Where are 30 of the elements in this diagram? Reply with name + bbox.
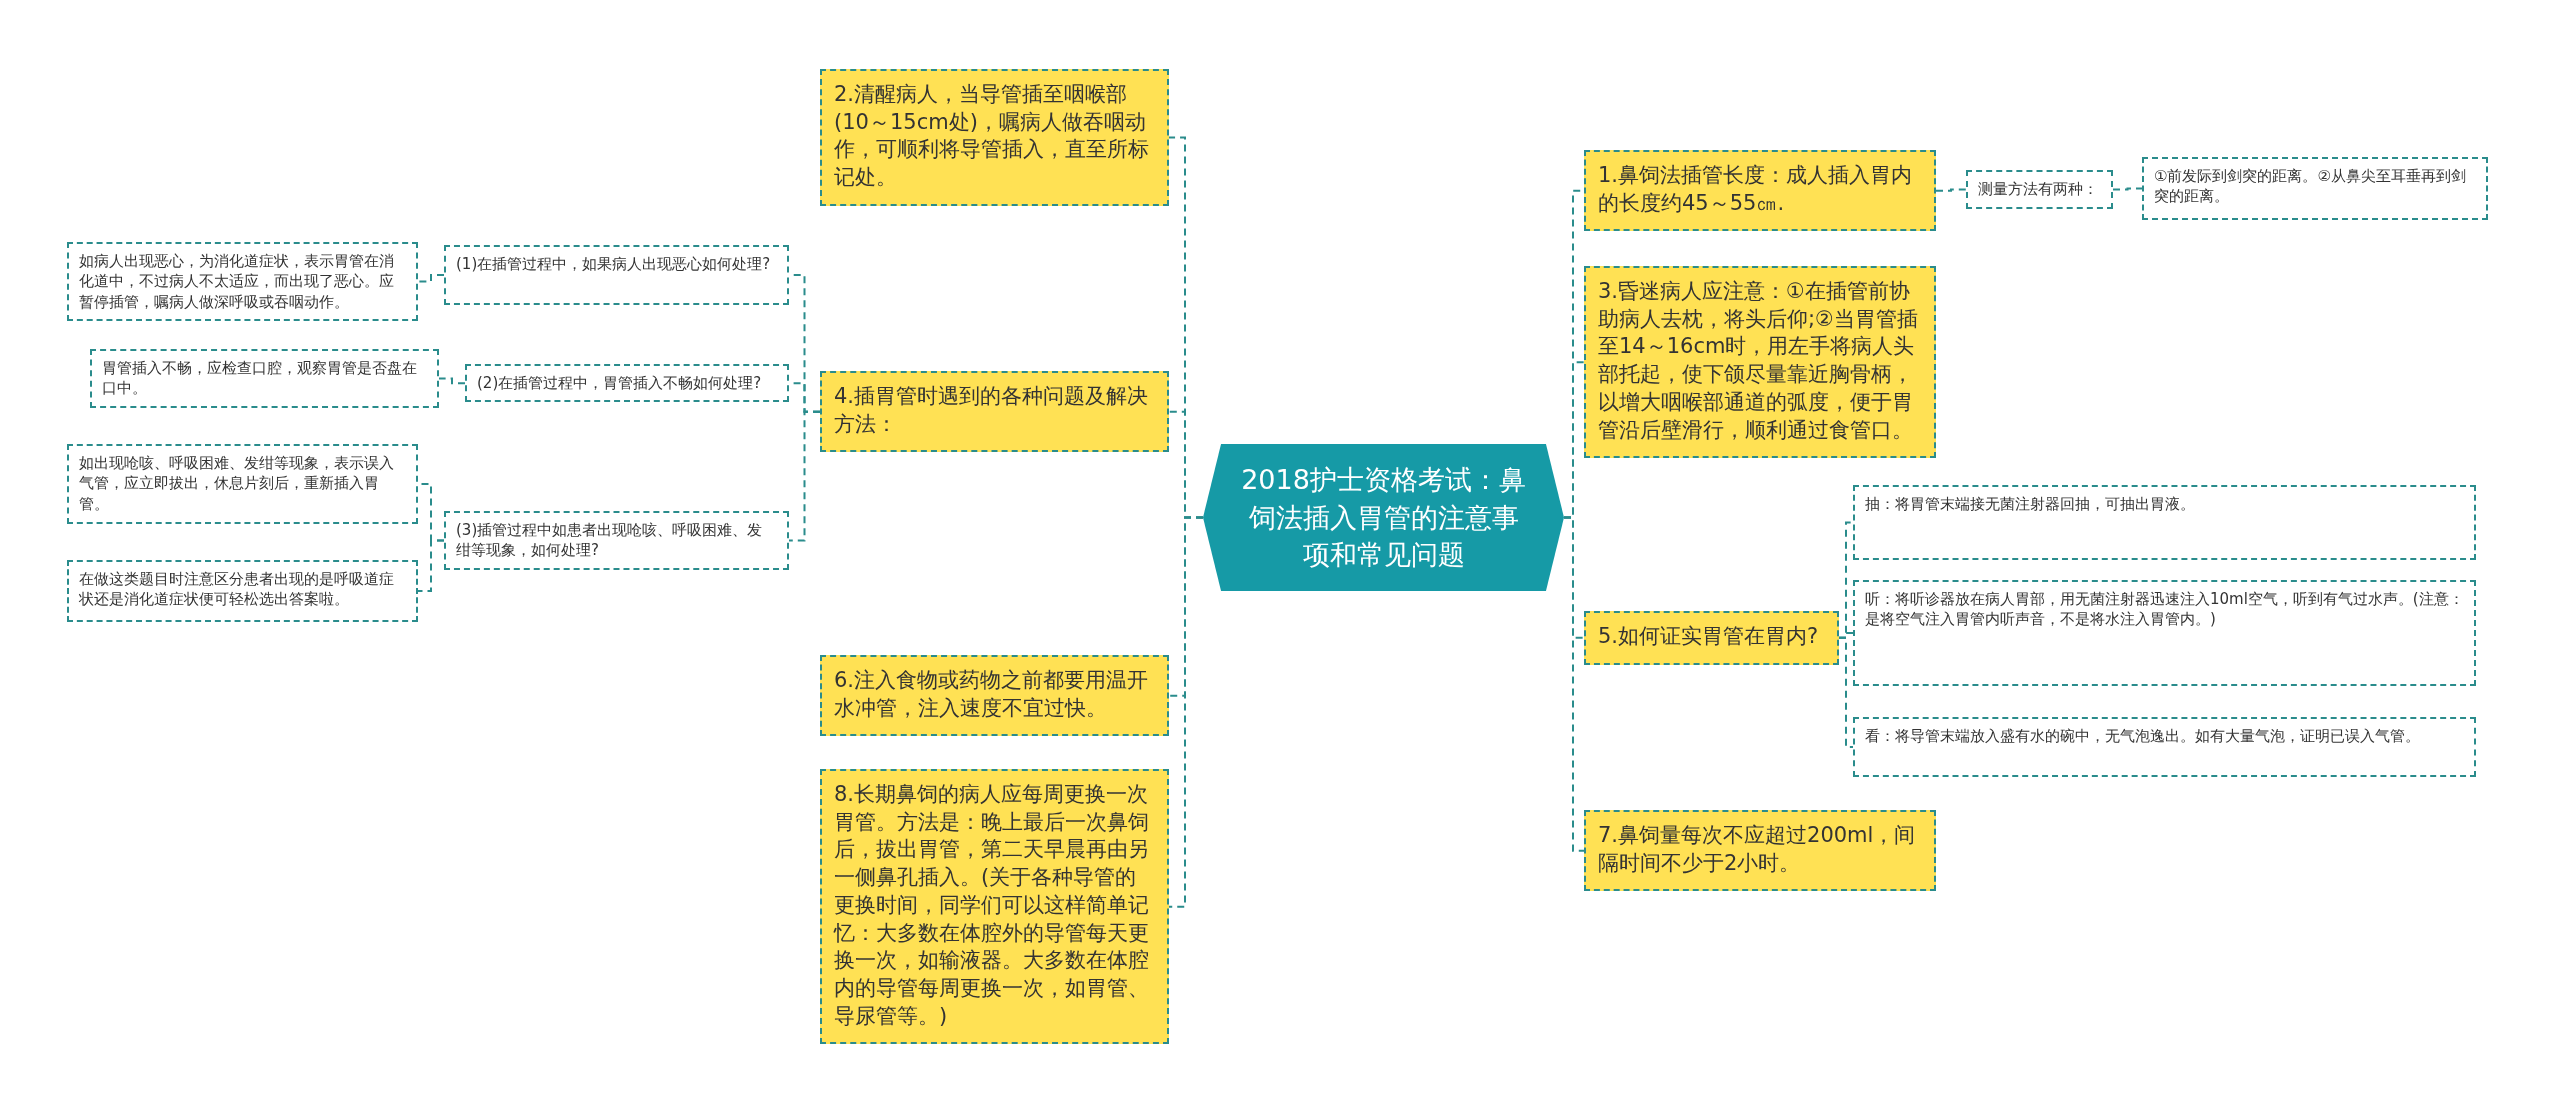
central-topic: 2018护士资格考试：鼻饲法插入胃管的注意事项和常见问题 xyxy=(1203,444,1564,591)
connector xyxy=(1168,516,1204,908)
subtopic-box: (1)在插管过程中，如果病人出现恶心如何处理? xyxy=(444,245,789,305)
connector xyxy=(438,377,466,385)
subtopic-box: 如出现呛咳、呼吸困难、发绀等现象，表示误入气管，应立即拔出，休息片刻后，重新插入胃管。 xyxy=(67,444,418,524)
connector xyxy=(417,539,445,592)
subtopic-box: 如病人出现恶心，为消化道症状，表示胃管在消化道中，不过病人不太适应，而出现了恶心。应暂停插管，嘱病人做深呼吸或吞咽动作。 xyxy=(67,242,418,321)
connector xyxy=(2112,187,2143,191)
topic-box: 1.鼻饲法插管长度：成人插入胃内的长度约45～55㎝. xyxy=(1584,150,1936,232)
connector xyxy=(788,410,821,542)
connector xyxy=(1838,636,1854,748)
topic-box: 2.清醒病人，当导管插至咽喉部(10～15cm处)，嘱病人做吞咽动作，可顺利将导管插入，直至所标记处。 xyxy=(820,69,1169,206)
topic-box: 4.插胃管时遇到的各种问题及解决方法： xyxy=(820,371,1169,453)
topic-box: 6.注入食物或药物之前都要用温开水冲管，注入速度不宜过快。 xyxy=(820,655,1169,737)
connector xyxy=(417,274,445,283)
topic-box: 8.长期鼻饲的病人应每周更换一次胃管。方法是：晚上最后一次鼻饲后，拔出胃管，第二天早晨再由另一侧鼻孔插入。(关于各种导管的更换时间，同学们可以这样简单记忆：大多数在体腔外的导管每天更换一次，如输液器。大多数在体腔内的导管每周更换一次，如胃管、导尿管等。) xyxy=(820,769,1169,1045)
subtopic-box: (3)插管过程中如患者出现呛咳、呼吸困难、发绀等现象，如何处理? xyxy=(444,511,789,570)
connector xyxy=(1563,516,1585,852)
subtopic-box: 看：将导管末端放入盛有水的碗中，无气泡逸出。如有大量气泡，证明已误入气管。 xyxy=(1853,717,2476,777)
subtopic-box: 测量方法有两种： xyxy=(1966,170,2113,209)
subtopic-box: 胃管插入不畅，应检查口腔，观察胃管是否盘在口中。 xyxy=(90,349,439,408)
topic-box: 5.如何证实胃管在胃内? xyxy=(1584,611,1839,665)
subtopic-box: 抽：将胃管末端接无菌注射器回抽，可抽出胃液。 xyxy=(1853,485,2476,560)
connector xyxy=(1935,188,1967,192)
subtopic-box: (2)在插管过程中，胃管插入不畅如何处理? xyxy=(465,364,789,403)
subtopic-box: ①前发际到剑突的距离。②从鼻尖至耳垂再到剑突的距离。 xyxy=(2142,157,2488,220)
subtopic-box: 听：将听诊器放在病人胃部，用无菌注射器迅速注入10ml空气，听到有气过水声。(注意：是将空气注入胃管内听声音，不是将水注入胃管内。) xyxy=(1853,580,2476,686)
subtopic-box: 在做这类题目时注意区分患者出现的是呼吸道症状还是消化道症状便可轻松选出答案啦。 xyxy=(67,560,418,622)
topic-box: 7.鼻饲量每次不应超过200ml，间隔时间不少于2小时。 xyxy=(1584,810,1936,892)
topic-box: 3.昏迷病人应注意：①在插管前协助病人去枕，将头后仰;②当胃管插至14～16cm时，用左手将病人头部托起，使下颌尽量靠近胸骨柄，以增大咽喉部通道的弧度，便于胃管沿后壁滑行，顺利通过食管口。 xyxy=(1584,266,1936,459)
